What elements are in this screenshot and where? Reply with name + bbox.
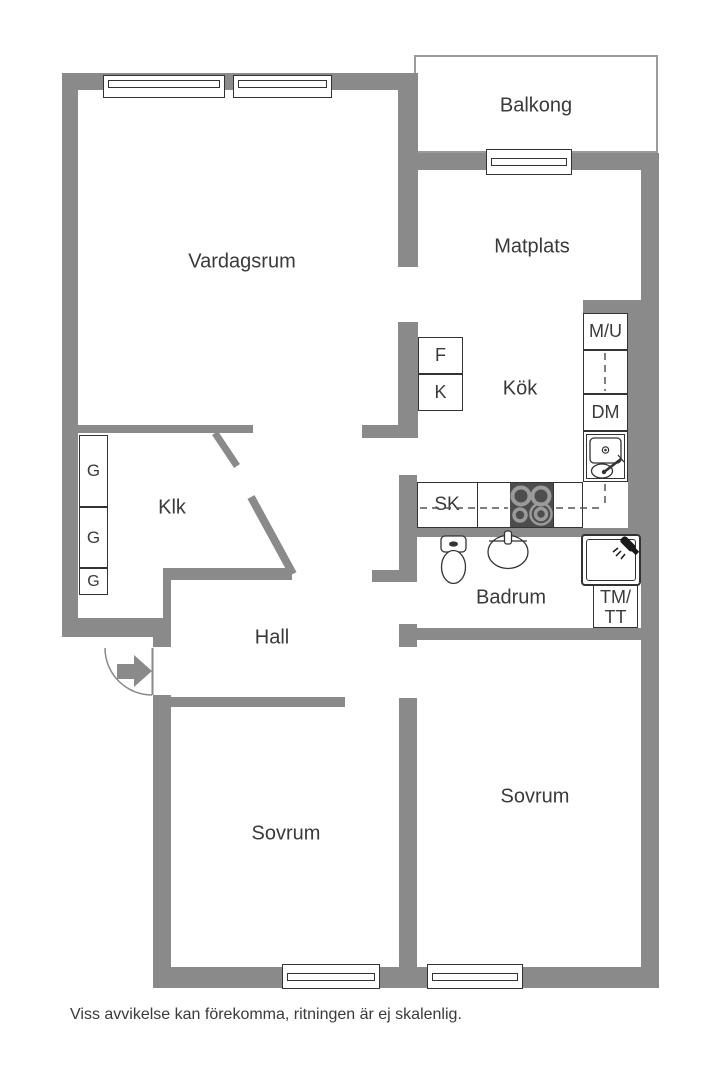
wall-kitchen-col-top <box>583 300 641 313</box>
room-label-klk: Klk <box>158 496 186 519</box>
wall-left-upper <box>62 73 78 637</box>
stove <box>510 483 553 527</box>
wall-left-mid <box>153 637 171 647</box>
window-bedroom-right <box>427 964 523 989</box>
shower <box>581 534 641 586</box>
wall-hall-stub <box>372 570 399 582</box>
window-glazing <box>432 973 518 981</box>
wall-mid-upper <box>398 73 418 267</box>
wall-badrum-left-block <box>399 624 417 647</box>
wall-bedroom-divider <box>399 698 417 988</box>
room-label-badrum: Badrum <box>475 586 547 609</box>
cabinet-label: SK <box>434 494 460 515</box>
counter-divider <box>553 483 554 527</box>
wall-kitchen-left <box>399 475 417 582</box>
wall-kitchen-bottom <box>417 528 641 537</box>
window-living-2 <box>233 75 332 98</box>
fridge-box: F <box>418 337 463 374</box>
window-bedroom-left <box>282 964 380 989</box>
kitchen-sink-box <box>583 431 628 482</box>
wall-stub-vardagsrum <box>362 425 398 438</box>
cabinet-box-empty <box>583 350 628 394</box>
wall-klk-right-horizontal <box>171 568 292 580</box>
kitchen-sink-inner <box>586 434 625 479</box>
wardrobe-label: G <box>86 461 101 480</box>
wall-klk-top <box>62 425 253 433</box>
door-arc-icon <box>104 647 153 696</box>
fridge-label: F <box>435 345 446 365</box>
washer-dryer-label-1: TM/ <box>600 586 631 607</box>
room-label-matplats: Matplats <box>494 235 570 258</box>
wall-right-outer <box>641 153 659 988</box>
wall-left-lower <box>153 695 171 988</box>
balcony-door-window <box>486 149 572 175</box>
washer-dryer-label-2: TT <box>604 606 627 627</box>
balcony-area <box>414 55 658 153</box>
room-label-sovrum-right: Sovrum <box>500 785 570 808</box>
wall-badrum-bottom <box>417 628 641 640</box>
disclaimer-text: Viss avvikelse kan förekomma, ritningen … <box>70 1006 462 1023</box>
window-glazing <box>491 158 567 166</box>
counter-divider <box>477 483 478 527</box>
shower-inner <box>586 539 636 581</box>
wall-bottom <box>153 967 659 988</box>
washer-dryer-box: TM/ TT <box>593 585 638 628</box>
wardrobe-box-3: G <box>79 568 108 595</box>
wall-right-strip <box>628 300 641 537</box>
room-label-sovrum-left: Sovrum <box>251 822 321 845</box>
wardrobe-label: G <box>86 527 101 547</box>
micro-oven-label: M/U <box>589 321 622 341</box>
window-glazing <box>238 80 327 88</box>
wardrobe-box-2: G <box>79 507 108 568</box>
counter <box>417 482 583 528</box>
dishwasher-label: DM <box>591 402 620 422</box>
freezer-label: K <box>434 382 447 402</box>
wall-mid-fk <box>398 322 418 438</box>
wardrobe-label: G <box>87 572 100 590</box>
room-label-balkong: Balkong <box>499 94 573 117</box>
window-living-1 <box>103 75 225 98</box>
door-leaf-hall <box>247 495 297 576</box>
room-label-hall: Hall <box>254 626 290 649</box>
toilet-icon <box>440 535 467 585</box>
door-leaf-klk <box>212 431 240 468</box>
micro-oven-box: M/U <box>583 313 628 350</box>
wall-klk-bottom <box>62 618 171 637</box>
wall-klk-right-vertical <box>163 568 171 618</box>
freezer-box: K <box>418 374 463 411</box>
window-glazing <box>287 973 375 981</box>
room-label-vardagsrum: Vardagsrum <box>188 250 296 273</box>
room-label-kok: Kök <box>502 377 538 400</box>
wall-sovrum-left-top <box>171 697 345 707</box>
entry-arrow-icon <box>117 655 152 687</box>
window-glazing <box>108 80 220 88</box>
dishwasher-box: DM <box>583 394 628 431</box>
wardrobe-box-1: G <box>79 435 108 507</box>
